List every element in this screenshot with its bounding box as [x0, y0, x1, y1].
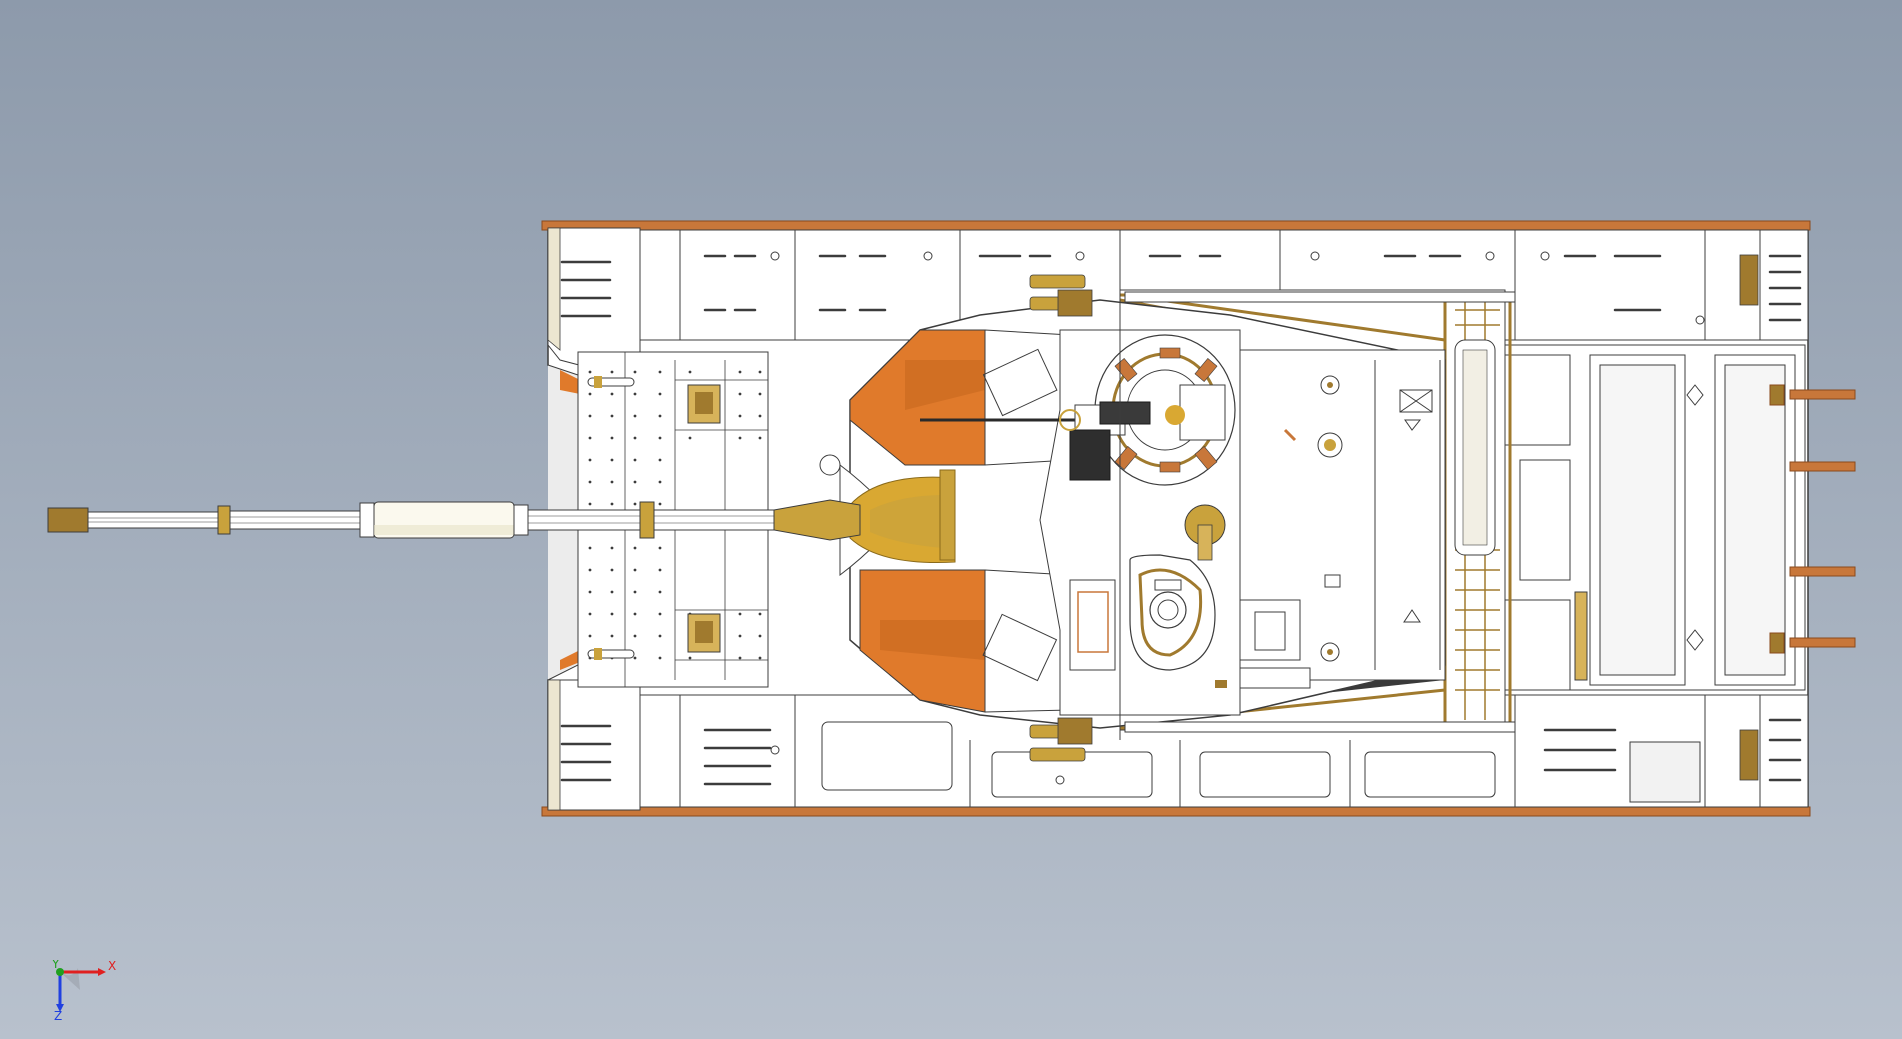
rivet [588, 392, 592, 396]
rivet [658, 634, 662, 638]
rivet [610, 568, 614, 572]
main-gun-barrel [47, 499, 861, 541]
rivet [610, 414, 614, 418]
roof-details [1069, 375, 1343, 689]
rivet [738, 436, 742, 440]
rear-sprockets [1739, 254, 1759, 781]
rivet [738, 414, 742, 418]
triad-z-label: Z [54, 1009, 62, 1020]
rivet [610, 458, 614, 462]
rivet [610, 546, 614, 550]
triad-z-arrow [56, 1004, 64, 1012]
coaxial-machine-gun [920, 401, 1151, 481]
track-top [541, 220, 1811, 231]
rivet [588, 502, 592, 506]
rivet [588, 414, 592, 418]
rivet [658, 590, 662, 594]
track-bottom [541, 806, 1811, 817]
rivet [658, 656, 662, 660]
rivet [658, 502, 662, 506]
rivet [738, 656, 742, 660]
rivet [658, 480, 662, 484]
exhaust-pipes [1769, 384, 1856, 654]
rivet [738, 612, 742, 616]
rivet [610, 370, 614, 374]
rivet [633, 392, 637, 396]
gun-mantlet [819, 454, 956, 577]
rivet [758, 656, 762, 660]
rivet [610, 502, 614, 506]
loader-hatch [1129, 554, 1216, 671]
rivet [738, 370, 742, 374]
rivet [758, 634, 762, 638]
triad-x-label: X [108, 960, 116, 973]
rivet [738, 634, 742, 638]
smoke-launchers-bottom [1029, 717, 1093, 762]
rivet [588, 568, 592, 572]
rivet [633, 612, 637, 616]
rivet [658, 392, 662, 396]
rivet [633, 656, 637, 660]
rivet [658, 546, 662, 550]
rivet [610, 590, 614, 594]
rivet [610, 436, 614, 440]
turret-ring-guard [1119, 290, 1516, 740]
rivet [588, 480, 592, 484]
rivet [633, 590, 637, 594]
rivet [658, 612, 662, 616]
engine-deck [1504, 344, 1806, 691]
rivet [633, 546, 637, 550]
triad-x-arrow [98, 968, 106, 976]
triad-y-label: Y [51, 960, 60, 971]
rivet [658, 370, 662, 374]
rivet [588, 634, 592, 638]
smoke-launchers-top [1029, 274, 1093, 317]
rivet [758, 392, 762, 396]
rivet [658, 458, 662, 462]
rivet [633, 480, 637, 484]
rivet [588, 546, 592, 550]
rivet [658, 414, 662, 418]
axis-triad[interactable]: X Y Z [50, 957, 120, 1023]
rivet [738, 392, 742, 396]
rivet [633, 634, 637, 638]
rivet [758, 436, 762, 440]
rivet [658, 568, 662, 572]
rivet [758, 612, 762, 616]
rivet [610, 612, 614, 616]
rivet [588, 458, 592, 462]
triad-y-axis [56, 968, 64, 976]
rivet [633, 414, 637, 418]
rivet [610, 480, 614, 484]
rivet [633, 436, 637, 440]
rivet [633, 568, 637, 572]
rivet [610, 634, 614, 638]
rivet [633, 370, 637, 374]
rivet [688, 370, 692, 374]
rivet [688, 656, 692, 660]
rivet [633, 458, 637, 462]
rivet [588, 436, 592, 440]
rivet [758, 370, 762, 374]
rivet [633, 502, 637, 506]
rivet [588, 590, 592, 594]
rivet [588, 612, 592, 616]
rivet [658, 436, 662, 440]
rivet [610, 392, 614, 396]
rivet [758, 414, 762, 418]
rivet [588, 370, 592, 374]
rivet [688, 436, 692, 440]
commander-cupola [1094, 334, 1236, 486]
